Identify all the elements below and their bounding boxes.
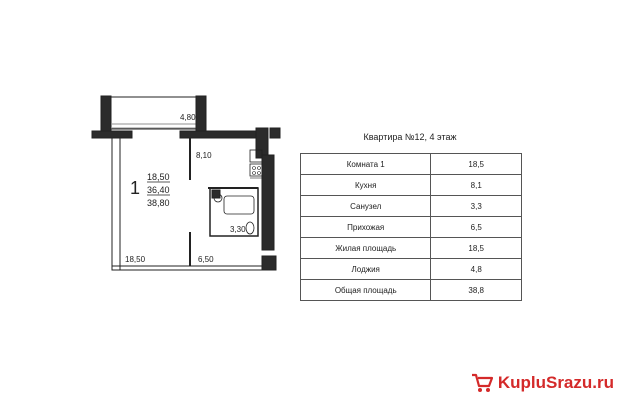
- row-label: Комната 1: [299, 153, 432, 175]
- table-title: Квартира №12, 4 этаж: [363, 132, 457, 142]
- watermark[interactable]: KupluSrazu.ru: [471, 373, 614, 393]
- floor-plan: 4,80 8,10 3,30 18,50 6,50 1 18,50 36,40 …: [91, 95, 281, 271]
- row-value: 6,5: [430, 216, 522, 238]
- table-row: Кухня 8,1: [299, 174, 522, 196]
- bathroom-area-label: 3,30: [230, 225, 246, 234]
- shopping-cart-icon: [471, 373, 493, 392]
- table-row: Общая площадь 38,8: [299, 279, 522, 301]
- row-value: 3,3: [430, 195, 522, 217]
- loggia-right-post: [195, 95, 207, 133]
- stove-icon: [249, 163, 263, 177]
- room-living-total-area: 36,40: [147, 185, 170, 195]
- room-living-area: 18,50: [147, 172, 170, 182]
- row-label: Санузел: [299, 195, 432, 217]
- hall-area-label: 6,50: [198, 255, 214, 264]
- table-row: Жилая площадь 18,5: [299, 237, 522, 259]
- loggia-left-post: [100, 95, 112, 133]
- kitchen-area-label: 8,10: [196, 151, 212, 160]
- bathtub-icon: [223, 195, 255, 215]
- table-row: Прихожая 6,5: [299, 216, 522, 238]
- row-value: 38,8: [430, 279, 522, 301]
- table-row: Санузел 3,3: [299, 195, 522, 217]
- bathroom-outline: [209, 187, 259, 237]
- row-label: Прихожая: [299, 216, 432, 238]
- toilet-icon: [245, 221, 255, 235]
- table-row: Комната 1 18,5: [299, 153, 522, 175]
- room-bottom-area-label: 18,50: [125, 255, 146, 264]
- room-number: 1: [130, 178, 140, 198]
- table-row: Лоджия 4,8: [299, 258, 522, 280]
- row-label: Лоджия: [299, 258, 432, 280]
- area-table: Комната 1 18,5 Кухня 8,1 Санузел 3,3 При…: [299, 153, 522, 301]
- room-total-area: 38,80: [147, 198, 170, 208]
- row-value: 4,8: [430, 258, 522, 280]
- row-value: 18,5: [430, 153, 522, 175]
- sink-icon: [249, 149, 263, 163]
- row-label: Общая площадь: [299, 279, 432, 301]
- row-label: Жилая площадь: [299, 237, 432, 259]
- row-value: 18,5: [430, 237, 522, 259]
- row-label: Кухня: [299, 174, 432, 196]
- watermark-text: KupluSrazu.ru: [497, 373, 614, 392]
- row-value: 8,1: [430, 174, 522, 196]
- loggia-area-label: 4,80: [180, 113, 196, 122]
